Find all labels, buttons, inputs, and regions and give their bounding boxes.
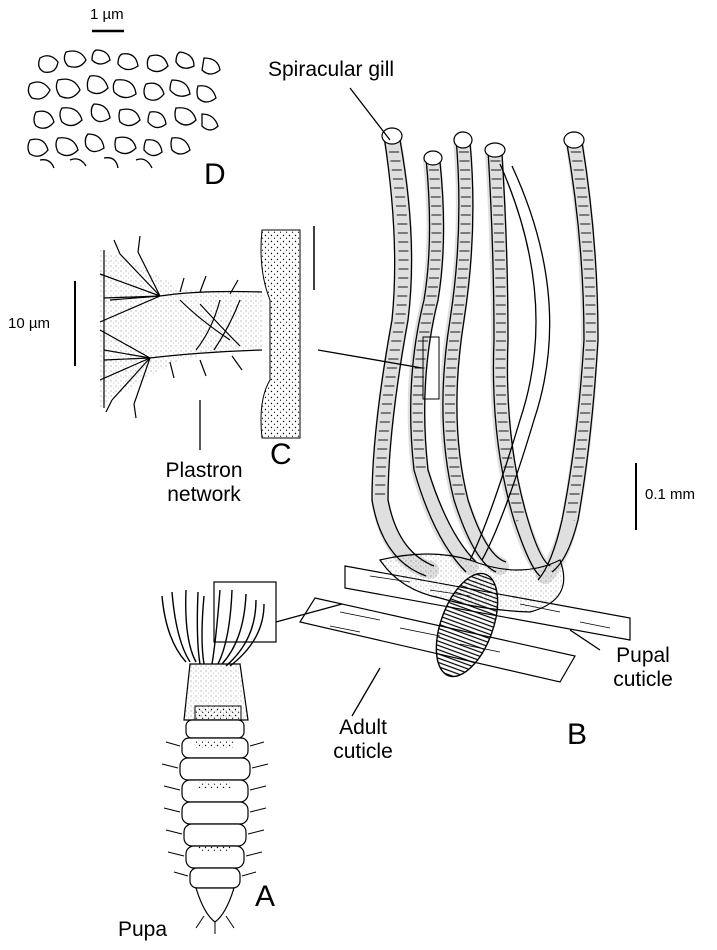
- label-plastron-network-line2: network: [140, 483, 268, 507]
- panel-b-gill-illustration: [300, 128, 630, 685]
- label-adult-cuticle-line1: Adult: [318, 716, 408, 740]
- label-pupa: Pupa: [118, 918, 167, 942]
- panel-label-d: D: [204, 158, 226, 193]
- label-spiracular-gill: Spiracular gill: [268, 58, 394, 82]
- label-adult-cuticle-line2: cuticle: [318, 740, 408, 764]
- label-pupal-cuticle-line1: Pupal: [598, 644, 688, 668]
- panel-label-b: B: [567, 718, 587, 753]
- label-pupal-cuticle: Pupal cuticle: [598, 644, 688, 692]
- c-to-b-connector: [318, 350, 422, 368]
- label-plastron-network: Plastron network: [140, 459, 268, 507]
- panel-label-c: C: [270, 438, 292, 473]
- panel-label-a: A: [255, 880, 275, 915]
- scale-label-c: 10 µm: [8, 315, 50, 332]
- label-adult-cuticle: Adult cuticle: [318, 716, 408, 764]
- scale-label-d: 1 µm: [90, 6, 124, 23]
- adult-cuticle-leader: [352, 668, 380, 716]
- spiracular-gill-leader: [350, 88, 390, 140]
- panel-d-network-illustration: [22, 44, 230, 174]
- label-pupal-cuticle-line2: cuticle: [598, 668, 688, 692]
- scale-label-b: 0.1 mm: [645, 486, 695, 503]
- label-plastron-network-line1: Plastron: [140, 459, 268, 483]
